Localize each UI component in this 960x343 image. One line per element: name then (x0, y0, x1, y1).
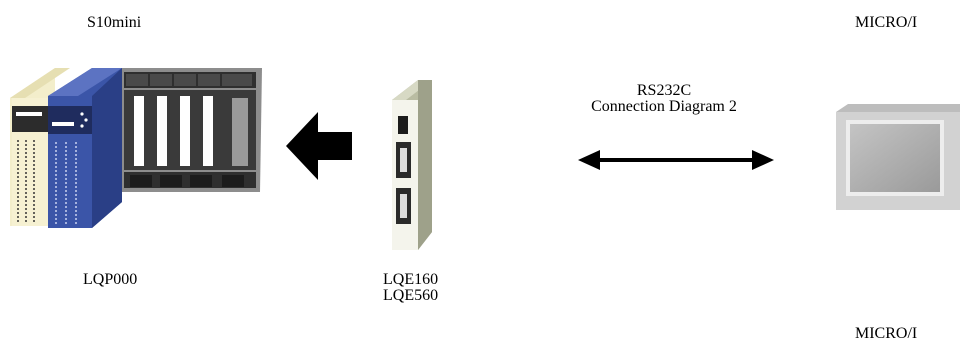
comm-module-icon (392, 80, 432, 250)
double-arrow-icon (578, 150, 774, 170)
arrow-left-icon (286, 112, 352, 180)
comm-module-label-1: LQE160 (383, 271, 439, 288)
cpu-model-label: LQP000 (83, 271, 138, 288)
hmi-model-label: MICRO/I (855, 325, 918, 342)
hmi-family-label: MICRO/I (855, 14, 918, 31)
link-diagram-label: Connection Diagram 2 (591, 98, 737, 115)
touch-panel-icon (836, 104, 960, 210)
plc-family-label: S10mini (87, 14, 142, 31)
plc-rack-icon (10, 68, 262, 228)
comm-module-label-2: LQE560 (383, 287, 439, 304)
link-protocol-label: RS232C (636, 82, 692, 99)
